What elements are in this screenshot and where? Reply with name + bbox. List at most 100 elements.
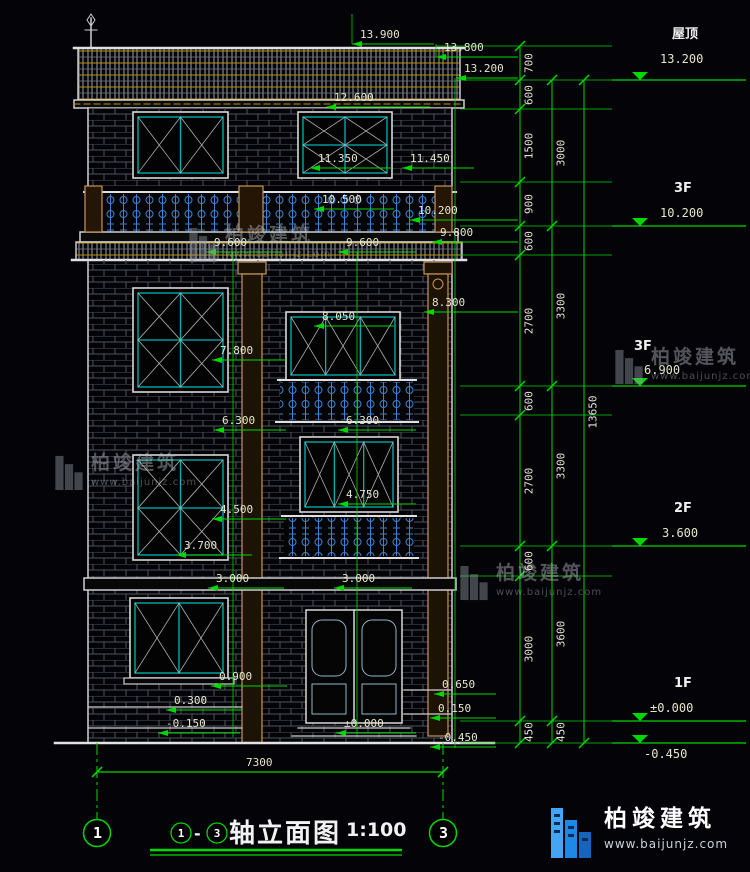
chain-dim-label: 600 [522,551,536,571]
watermark-name: 柏竣建筑 [225,224,314,246]
chain-dim-label: 3000 [522,635,536,662]
window [129,597,229,679]
watermark-icon [615,349,643,385]
elevation-label: 6.300 [346,414,380,427]
chain-dim-label: 450 [554,722,568,742]
balcony [275,379,419,423]
elevation-label: 13.800 [444,41,484,54]
elevation-label: 12.600 [334,91,374,104]
elevation-label: 9.600 [346,236,380,249]
floor-elevation: 13.200 [660,52,704,66]
floor-elevation: ±0.000 [650,701,694,715]
floor-slab [83,577,457,591]
axis-number-end: 3 [213,827,221,840]
axis-number-right: 3 [438,824,449,842]
floor-elevation: -0.450 [644,747,688,761]
chain-dim-label: 3300 [554,292,568,320]
title-dash: - [194,824,201,843]
brand-logo: 柏竣建筑 www.baijunjz.com [548,806,728,860]
watermark-name: 柏竣建筑 [91,452,180,474]
elevation-label: 4.500 [220,503,254,516]
brand-url: www.baijunjz.com [604,836,729,851]
width-dimension [91,743,449,819]
chain-dim-label: 600 [522,230,536,251]
elevation-label: ±0.000 [344,717,384,730]
floor-name: 2F [674,501,692,516]
chain-dim-label: 2700 [522,307,536,334]
chain-dim-label: 3000 [554,139,568,167]
elevation-label: 8.300 [432,296,466,309]
chain-dim-label: 3300 [554,452,568,480]
window [299,436,399,513]
elevation-label: 11.450 [410,152,450,165]
watermark-url: www.baijunjz.com [651,370,750,382]
axis-bubble-start [170,822,192,844]
chain-dim-label: 600 [522,84,536,105]
axis-bubble-right [428,818,458,848]
axis-bubble-end [206,822,228,844]
elevation-label: 13.900 [360,28,400,41]
chain-dim-label: 600 [522,390,536,411]
elevation-label: 11.350 [318,152,358,165]
title-block-graphics [82,818,458,856]
chain-dim-label: 700 [522,53,536,73]
watermark: 柏竣建筑 www.baijunjz.com [188,224,331,266]
entrance-door [305,609,403,724]
elevation-label: 7.800 [220,344,254,357]
elevation-label: 0.150 [438,702,472,715]
chain-dim-label: 3600 [554,620,568,647]
watermark-url: www.baijunjz.com [91,476,198,488]
floor-elevation: 3.600 [662,526,699,540]
watermark-name: 柏竣建筑 [651,346,740,368]
balcony-balusters-4f [96,194,442,232]
elevation-label: 9.800 [440,226,474,239]
watermark-name: 柏竣建筑 [496,562,585,584]
watermark-icon [460,565,488,601]
windows [129,111,419,679]
elevation-label: -0.150 [166,717,206,730]
window [297,111,393,179]
chain-dim-label: 450 [522,722,536,742]
window [132,287,229,393]
elevation-label: 3.700 [184,539,218,552]
entry-steps [87,689,453,737]
axis-bubble-left [82,818,112,848]
elevation-label: 13.200 [464,62,504,75]
elevation-label: 10.500 [322,193,362,206]
floor-elevation: 10.200 [660,206,704,220]
brand-logo-icon [551,808,591,858]
watermark-icon [189,227,217,263]
elevation-label: -0.450 [438,731,478,744]
watermark: 柏竣建筑 www.baijunjz.com [614,346,750,388]
watermark-url: www.baijunjz.com [225,248,332,260]
window-sill [123,677,235,685]
watermark-icon [55,455,83,491]
elevation-label: 0.650 [442,678,476,691]
elevation-label: 4.750 [346,488,380,501]
elevation-label: 9.600 [214,236,248,249]
roof-tiles [77,47,461,101]
pilaster-ornament [432,278,444,290]
elevation-label: 10.200 [418,204,458,217]
floor-name: 1F [674,676,692,691]
chain-dim-label: 2700 [522,467,536,494]
building-outline [53,13,496,745]
elevation-label: 0.300 [174,694,208,707]
floor-elevation: 6.900 [644,363,681,377]
door-panels [311,619,397,715]
floor-name: 3F [674,181,692,196]
drawing-title: 轴立面图 [229,819,342,849]
chain-dim-label: 900 [522,194,536,214]
chain-dim-label: 1500 [522,132,536,159]
elevation-label: 3.000 [216,572,250,585]
elevation-label: 6.300 [222,414,256,427]
brand-name: 柏竣建筑 [604,806,716,832]
width-dim-label: 7300 [246,756,273,769]
floor-name: 3F [634,339,652,354]
elevation-label: 3.000 [342,572,376,585]
window [285,311,401,381]
pilasters [237,261,453,744]
axis-number-left: 1 [92,824,103,842]
